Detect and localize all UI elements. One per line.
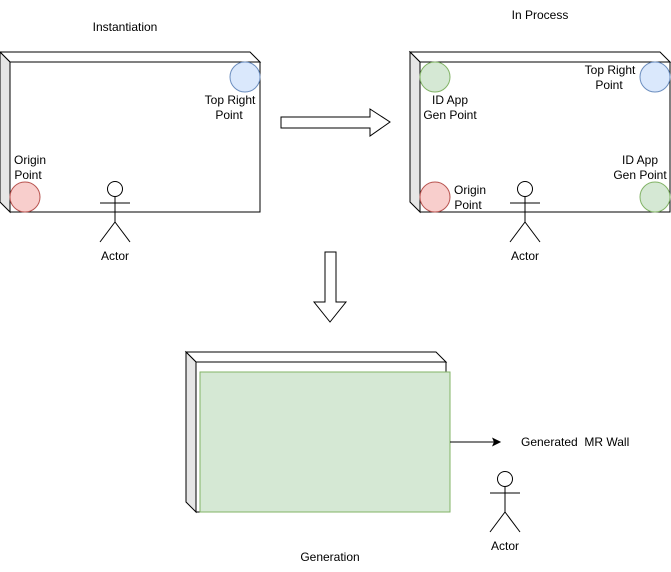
top-right-point-marker-2 bbox=[639, 61, 671, 93]
instantiation-title: Instantiation bbox=[93, 20, 158, 34]
top-right-point-label-2b: Point bbox=[595, 78, 623, 92]
wall-top-face bbox=[0, 51, 262, 63]
generated-mr-wall-label: Generated MR Wall bbox=[521, 435, 629, 449]
arrow-down-icon bbox=[312, 251, 348, 323]
arrowhead-icon bbox=[492, 437, 502, 447]
actor-figure-3 bbox=[489, 471, 521, 533]
wall-side-face bbox=[409, 50, 421, 214]
id-app-gen-point-label-1a: ID App bbox=[432, 93, 468, 107]
id-app-gen-point-marker-1 bbox=[419, 61, 451, 93]
origin-point-label-2: Point bbox=[14, 168, 42, 182]
connector-arrow bbox=[450, 437, 502, 447]
instantiation-wall bbox=[0, 51, 262, 214]
origin-point-label-2b: Point bbox=[454, 198, 482, 212]
actor-label-3: Actor bbox=[491, 539, 519, 553]
id-app-gen-point-marker-2 bbox=[639, 181, 671, 213]
arrow-right-icon bbox=[280, 108, 391, 137]
origin-point-label-1: Origin bbox=[14, 153, 46, 167]
in-process-wall bbox=[408, 50, 671, 214]
id-app-gen-point-label-2b: Gen Point bbox=[613, 168, 667, 182]
top-right-point-marker bbox=[229, 61, 261, 93]
wall-top-face bbox=[184, 351, 448, 363]
actor-label-2: Actor bbox=[511, 249, 539, 263]
top-right-point-label-2: Point bbox=[215, 108, 243, 122]
wall-side-face bbox=[0, 51, 11, 214]
id-app-gen-point-label-1b: Gen Point bbox=[423, 108, 477, 122]
top-right-point-label-1: Top Right bbox=[205, 93, 256, 107]
generation-title: Generation bbox=[300, 550, 359, 564]
origin-point-marker bbox=[9, 181, 41, 213]
actor-figure-1 bbox=[99, 181, 131, 243]
wall-top-face bbox=[408, 51, 671, 63]
id-app-gen-point-label-2a: ID App bbox=[622, 153, 658, 167]
in-process-title: In Process bbox=[512, 8, 569, 22]
generated-mr-wall-surface bbox=[199, 371, 451, 513]
origin-point-marker-2 bbox=[419, 181, 451, 213]
actor-figure-2 bbox=[509, 181, 541, 243]
actor-label-1: Actor bbox=[101, 249, 129, 263]
top-right-point-label-2a: Top Right bbox=[585, 63, 636, 77]
wall-side-face bbox=[185, 350, 197, 514]
origin-point-label-2a: Origin bbox=[454, 183, 486, 197]
wall-front-face bbox=[419, 61, 671, 213]
wall-front-face bbox=[9, 61, 261, 213]
